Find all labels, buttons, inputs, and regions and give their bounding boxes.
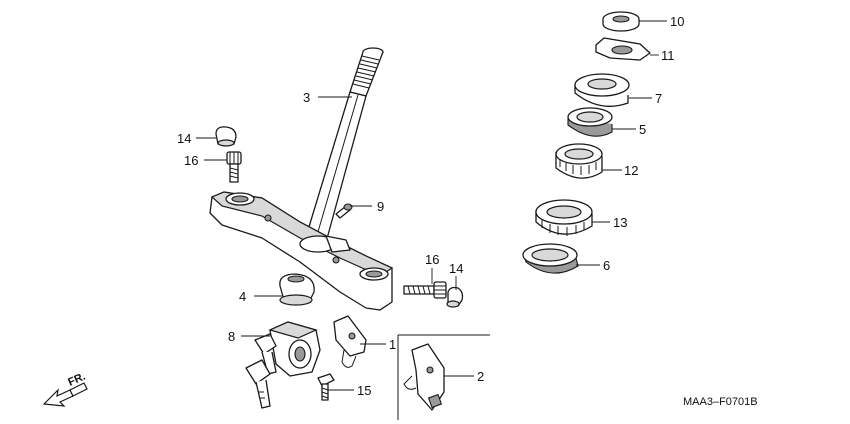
callout-1: 1	[389, 337, 396, 352]
detail-inset-frame	[397, 334, 490, 420]
front-direction-arrow	[42, 382, 88, 407]
part-bottom-bridge	[209, 191, 394, 311]
callout-14-upper: 14	[177, 131, 191, 146]
callout-16-upper: 16	[184, 153, 198, 168]
part-2-bracket	[403, 343, 445, 411]
part-13-lower-bearing	[535, 199, 593, 236]
callout-15: 15	[357, 383, 371, 398]
part-16-bolt-lower	[403, 281, 447, 299]
part-12-upper-bearing	[555, 143, 603, 179]
callout-16-lower: 16	[425, 252, 439, 267]
callout-3: 3	[303, 90, 310, 105]
callout-4: 4	[239, 289, 246, 304]
callout-13: 13	[613, 215, 627, 230]
part-11-lock-washer	[595, 37, 651, 61]
callout-7: 7	[655, 91, 662, 106]
part-9-screw	[335, 203, 353, 219]
callout-12: 12	[624, 163, 638, 178]
part-16-bolt-upper	[226, 151, 242, 183]
drawing-code: MAA3–F0701B	[683, 396, 758, 408]
part-6-lower-dust-seal	[522, 243, 579, 274]
part-4-collar	[279, 273, 315, 306]
part-1-bracket	[333, 315, 367, 368]
callout-14-lower: 14	[449, 261, 463, 276]
callout-6: 6	[603, 258, 610, 273]
callout-10: 10	[670, 14, 684, 29]
callout-5: 5	[639, 122, 646, 137]
callout-11: 11	[661, 48, 675, 63]
part-10-lock-nut	[602, 11, 640, 32]
part-15-bolt	[317, 373, 335, 401]
part-8-ignition-switch	[245, 321, 321, 409]
callout-2: 2	[477, 369, 484, 384]
part-7-adjusting-nut	[574, 73, 630, 107]
leader-lines	[196, 20, 667, 391]
part-14-cap-nut-lower	[446, 286, 464, 308]
part-5-dust-seal	[567, 107, 613, 137]
callout-8: 8	[228, 329, 235, 344]
callout-9: 9	[377, 199, 384, 214]
part-14-cap-nut-upper	[215, 126, 237, 147]
part-3-steering-stem	[304, 47, 384, 247]
